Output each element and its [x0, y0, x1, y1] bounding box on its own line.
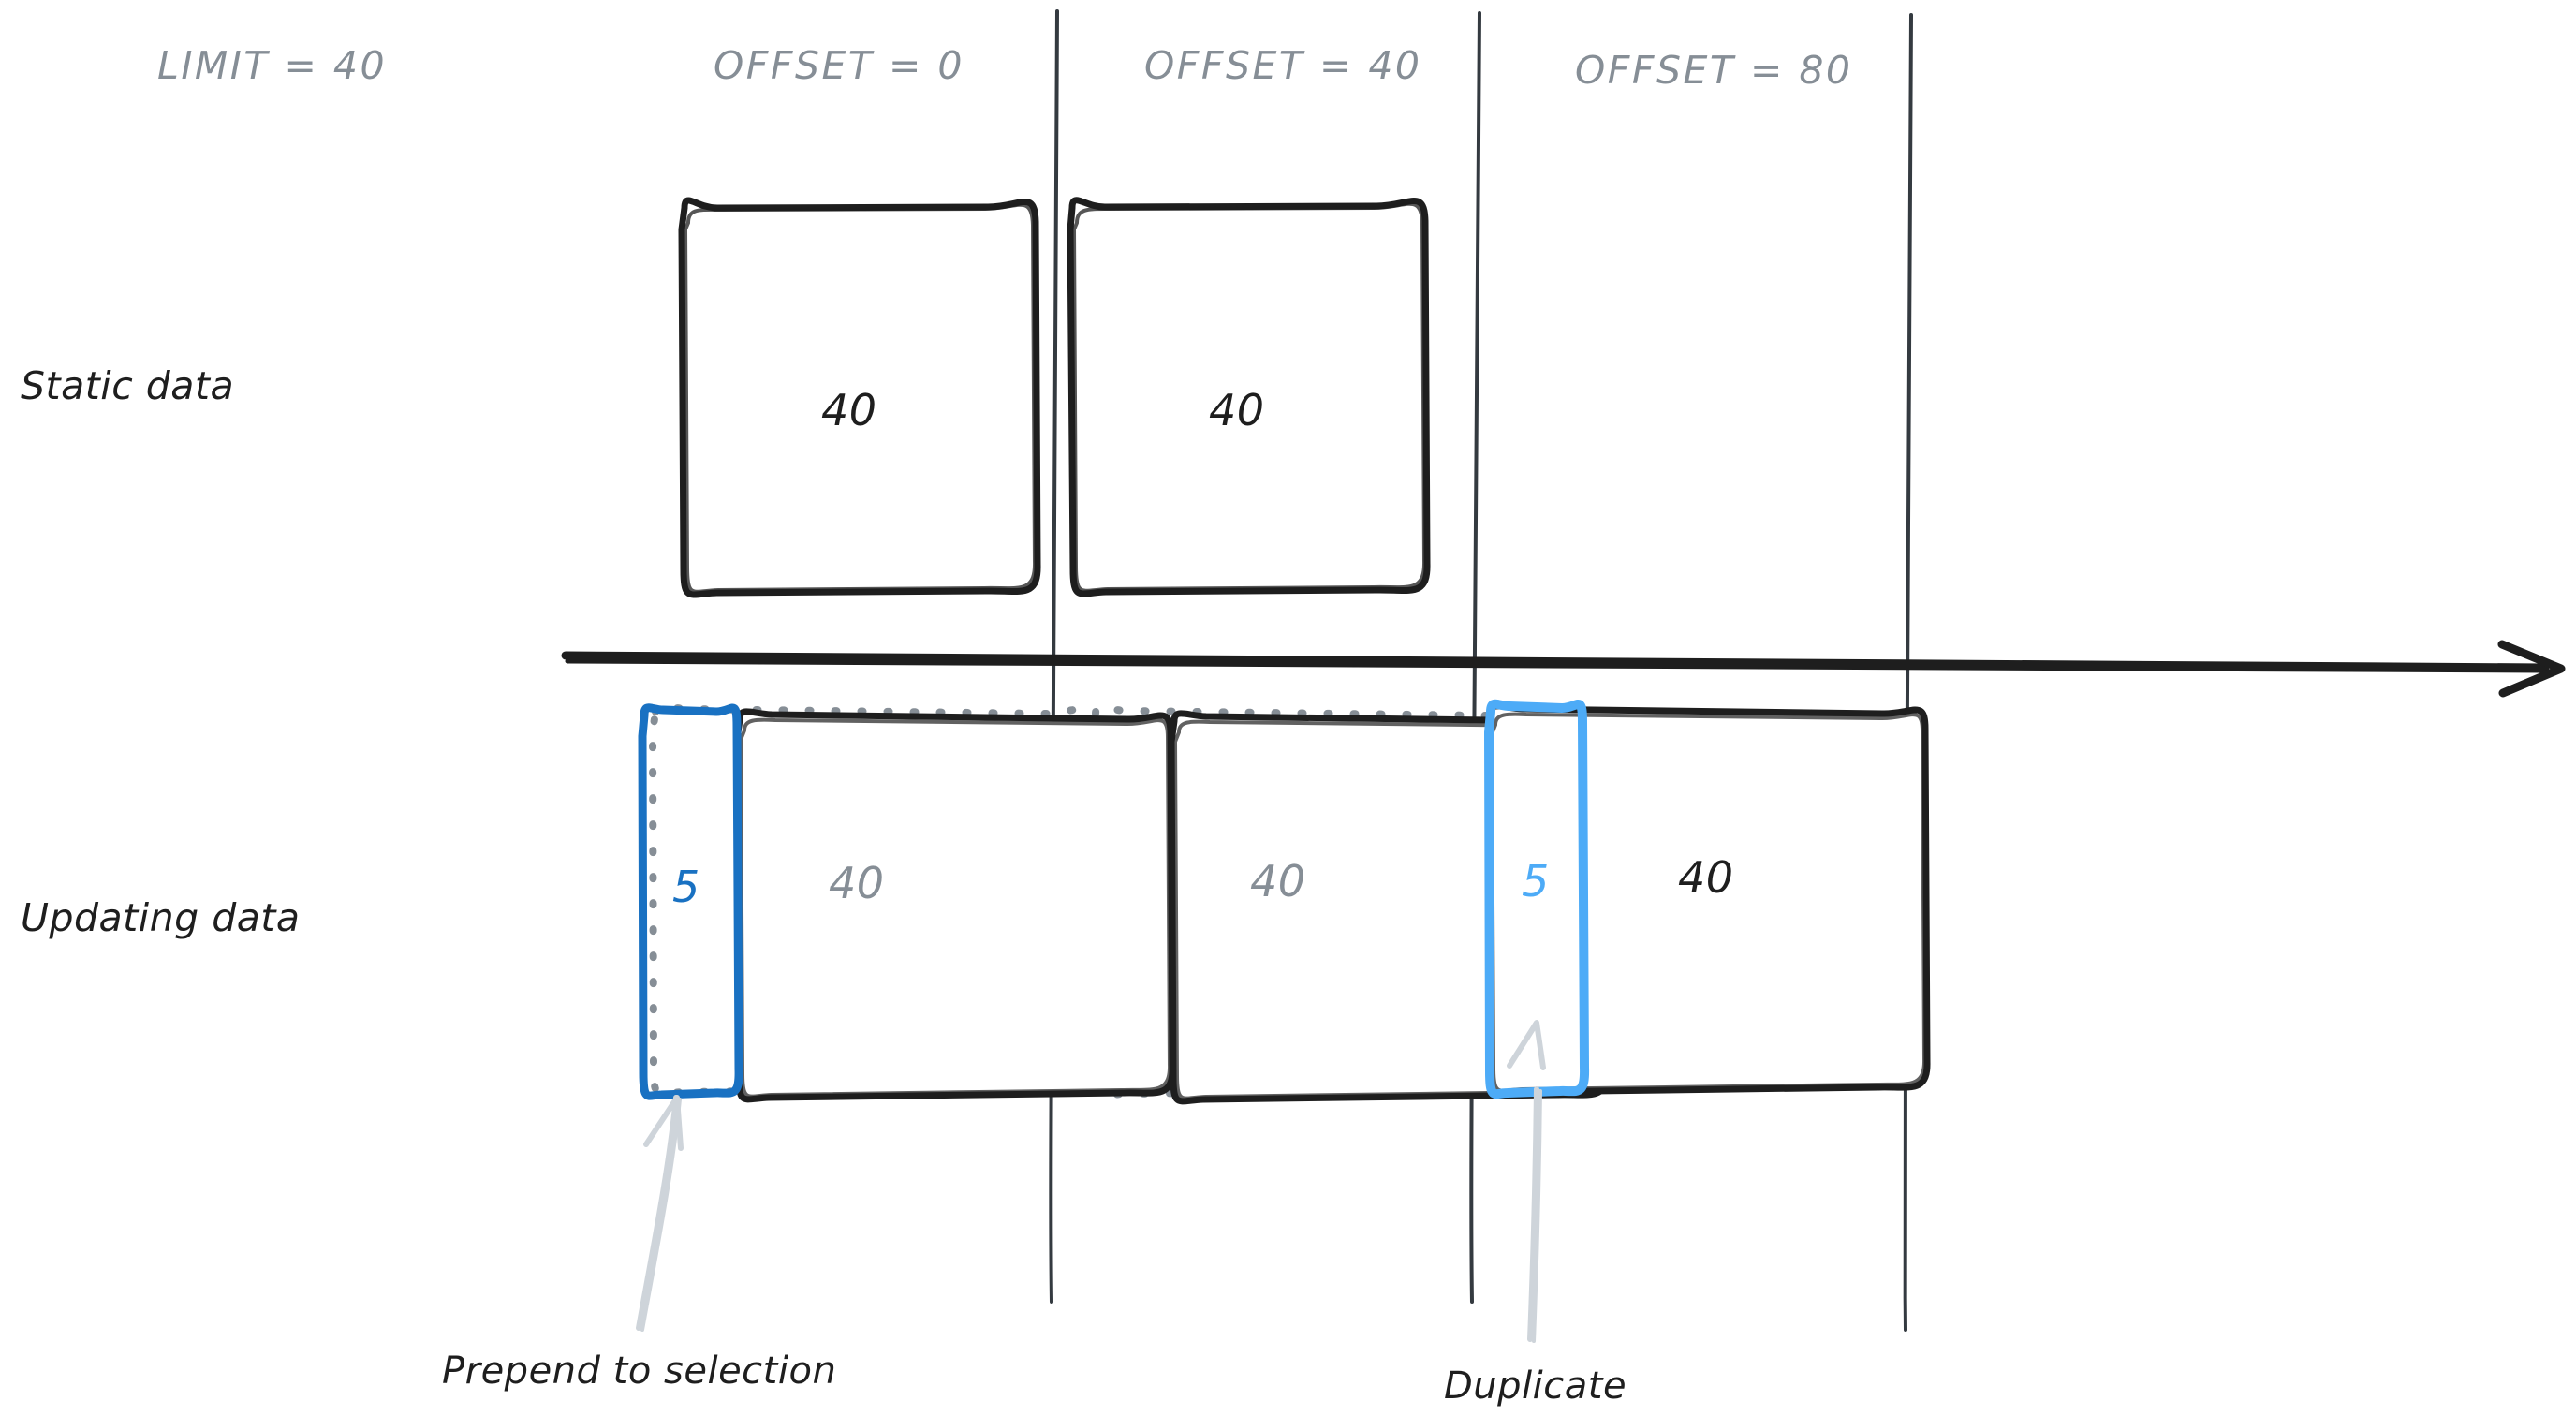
static-page-1-rect-overstroke [684, 202, 1038, 594]
duplicate-annotation-arrow-head [1507, 1020, 1546, 1070]
prepended-chunk-rect [638, 703, 743, 1100]
updating-page-2-value: 40 [1250, 856, 1306, 907]
updating-page-1-value: 40 [829, 858, 885, 908]
static-page-1-value: 40 [821, 385, 877, 435]
duplicate-chunk-value: 5 [1522, 856, 1550, 907]
row-label-updating-data: Updating data [21, 895, 301, 940]
timeline-arrow [561, 640, 2566, 698]
timeline-arrow-shaft-2 [565, 658, 2546, 673]
duplicate-chunk-rect [1484, 699, 1590, 1099]
duplicate-annotation-arrow-shaft-2 [1532, 1089, 1542, 1343]
duplicate-annotation-arrow-shaft [1527, 1086, 1539, 1342]
prepend-annotation-arrow-head [643, 1095, 684, 1151]
column-header-offset-40: OFFSET = 40 [1144, 43, 1422, 88]
blue-chunk-boxes [638, 699, 1590, 1100]
prepend-annotation-label: Prepend to selection [442, 1350, 837, 1393]
static-page-2-rect [1067, 197, 1431, 597]
static-page-2-rect-overstroke [1072, 201, 1427, 593]
updating-row-boxes [733, 702, 1931, 1105]
timeline-arrow-shaft [561, 651, 2550, 672]
limit-label: LIMIT = 40 [157, 43, 388, 88]
column-header-offset-80: OFFSET = 80 [1575, 48, 1853, 93]
static-page-1-rect [678, 197, 1041, 598]
updating-page-1-rect [733, 708, 1176, 1103]
prepended-chunk-value: 5 [672, 862, 700, 912]
annotation-arrows [636, 1020, 1546, 1343]
column-header-offset-0: OFFSET = 0 [714, 43, 964, 88]
static-page-2-value: 40 [1209, 385, 1265, 435]
row-label-static-data: Static data [21, 363, 235, 408]
updating-page-3-value: 40 [1678, 852, 1734, 903]
divider-line-3 [1903, 13, 1913, 1332]
prepend-annotation-arrow-shaft [636, 1095, 679, 1331]
updating-page-1-rect-overstroke [739, 717, 1172, 1099]
timeline-arrow-head [2497, 640, 2566, 698]
ghost-page-2-rect [1088, 703, 1531, 1099]
duplicate-annotation-label: Duplicate [1444, 1364, 1627, 1408]
static-row-boxes [678, 197, 1431, 598]
